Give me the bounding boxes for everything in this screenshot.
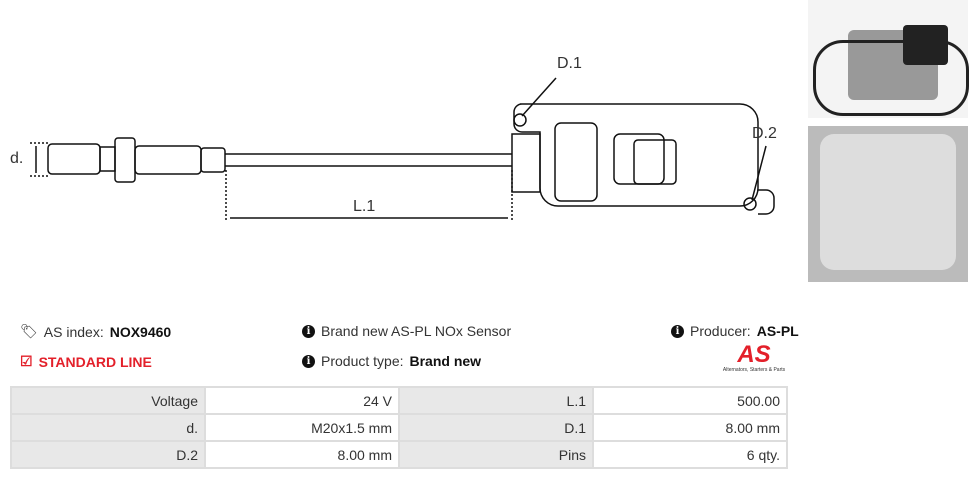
as-pl-logo: AS Alternators, Starters & Parts xyxy=(722,341,786,374)
info-icon: i xyxy=(302,324,315,338)
tags-icon: 🏷 xyxy=(20,323,38,339)
checkbox-icon: ☑ xyxy=(20,353,33,369)
info-icon: i xyxy=(671,324,684,338)
label-d1: D.1 xyxy=(557,55,582,72)
label-d: d. xyxy=(10,150,24,167)
sensor-diagram xyxy=(30,77,775,222)
info-icon: i xyxy=(302,354,315,368)
standard-line: ☑STANDARD LINE xyxy=(20,353,152,370)
as-index: 🏷AS index:NOX9460 xyxy=(20,323,172,340)
connector-photo[interactable] xyxy=(808,126,968,282)
label-d2: D.2 xyxy=(752,125,777,142)
product-photo[interactable] xyxy=(808,0,969,118)
label-l1: L.1 xyxy=(353,198,376,215)
